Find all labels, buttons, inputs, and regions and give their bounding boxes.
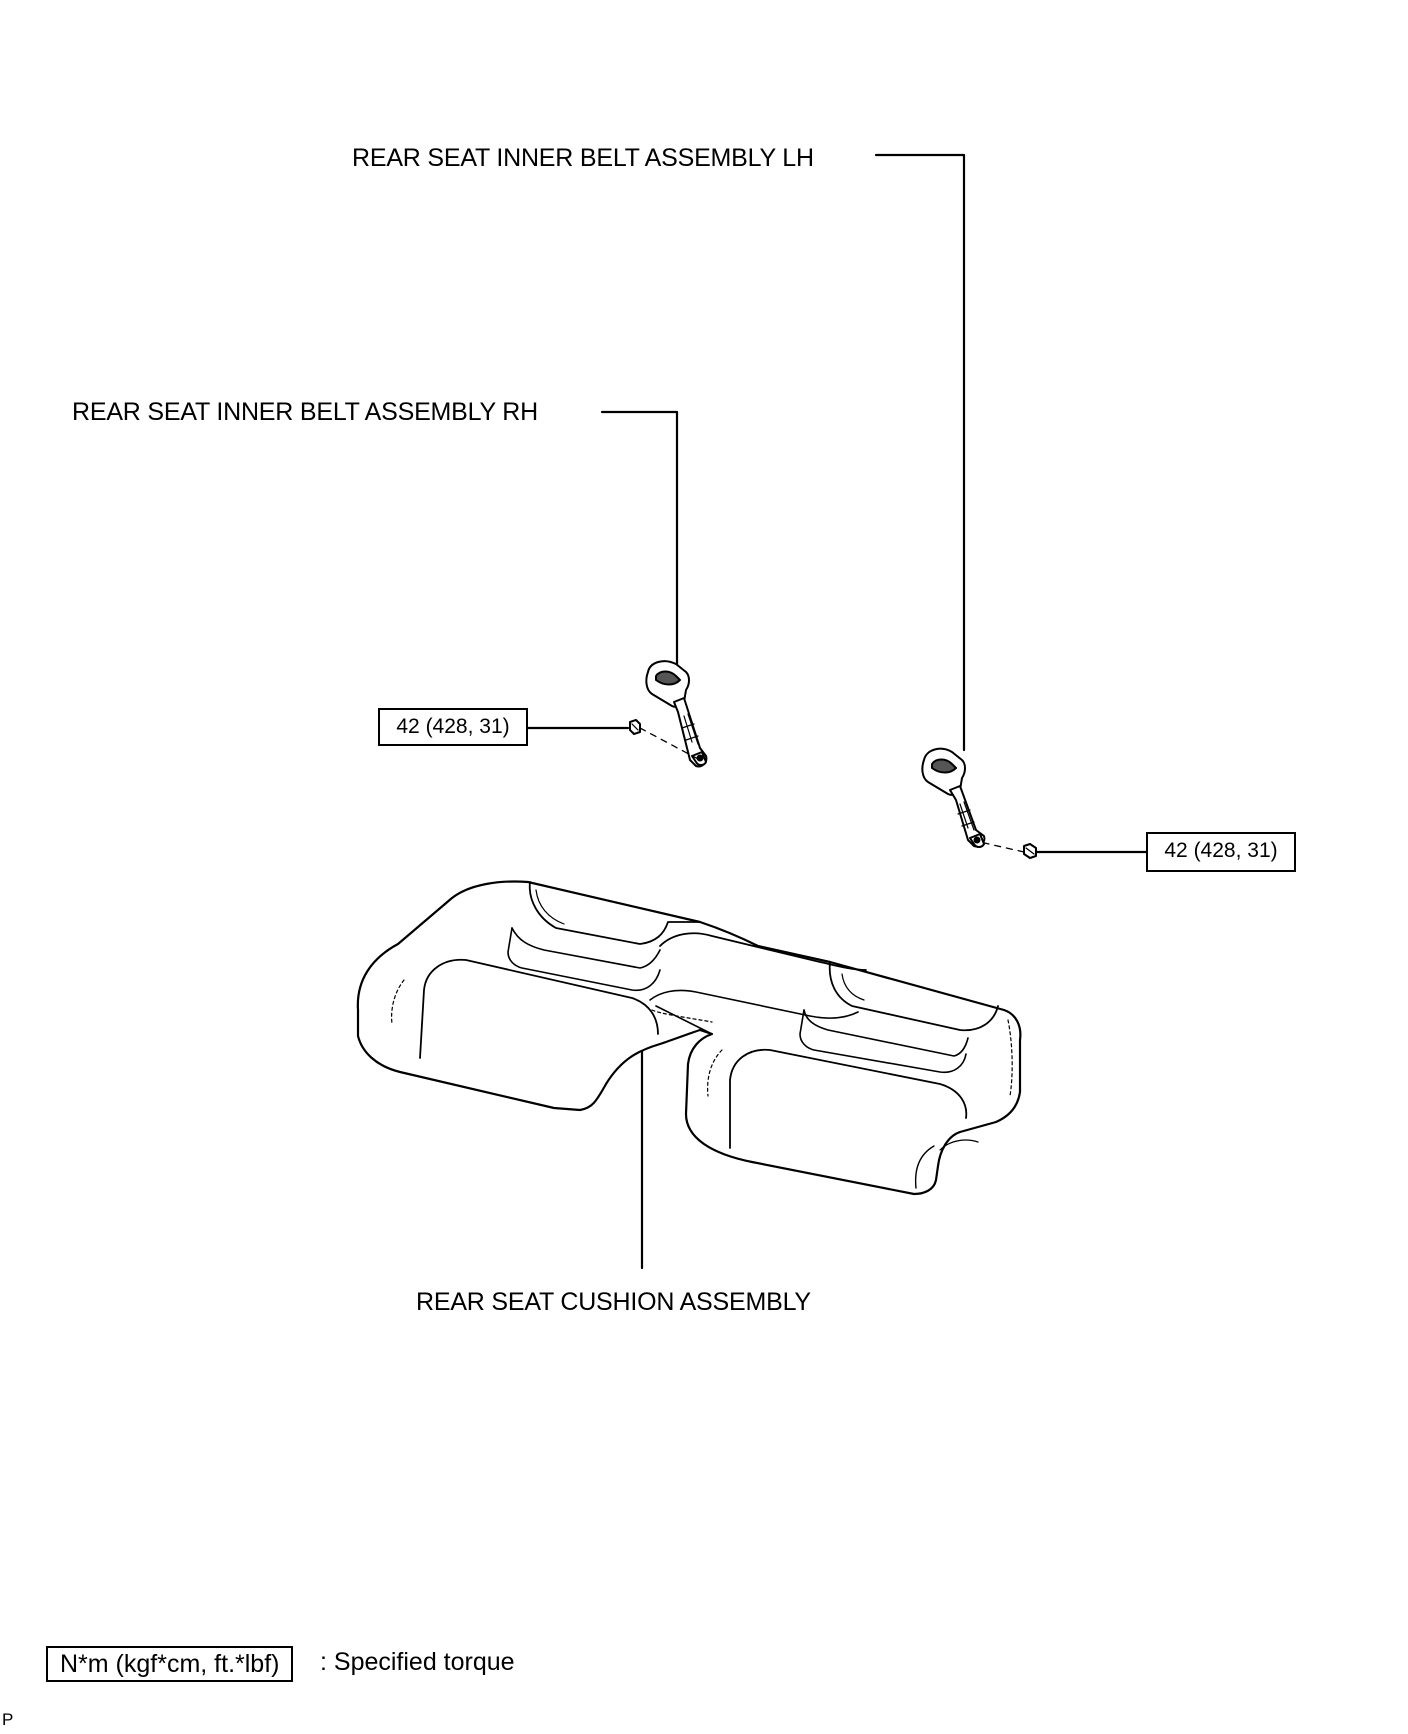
leader-lines [526,153,1148,1270]
seat-cushion-part [356,880,1022,1196]
corner-mark: P [2,1710,14,1729]
leader-belt-rh [600,410,679,670]
legend-unit-box: N*m (kgf*cm, ft.*lbf) [46,1646,294,1682]
torque-box-lh: 42 (428, 31) [1146,832,1296,872]
torque-box-rh: 42 (428, 31) [378,708,528,746]
legend-description: : Specified torque [320,1648,515,1676]
belt-rh-buckle-part [645,660,708,768]
belt-lh-buckle-part [921,747,986,848]
bolt-rh [629,719,701,761]
label-belt-lh: REAR SEAT INNER BELT ASSEMBLY LH [352,144,814,172]
label-belt-rh: REAR SEAT INNER BELT ASSEMBLY RH [72,398,538,426]
label-cushion: REAR SEAT CUSHION ASSEMBLY [416,1288,811,1316]
leader-belt-lh [874,153,966,752]
bolt-lh [979,841,1037,859]
